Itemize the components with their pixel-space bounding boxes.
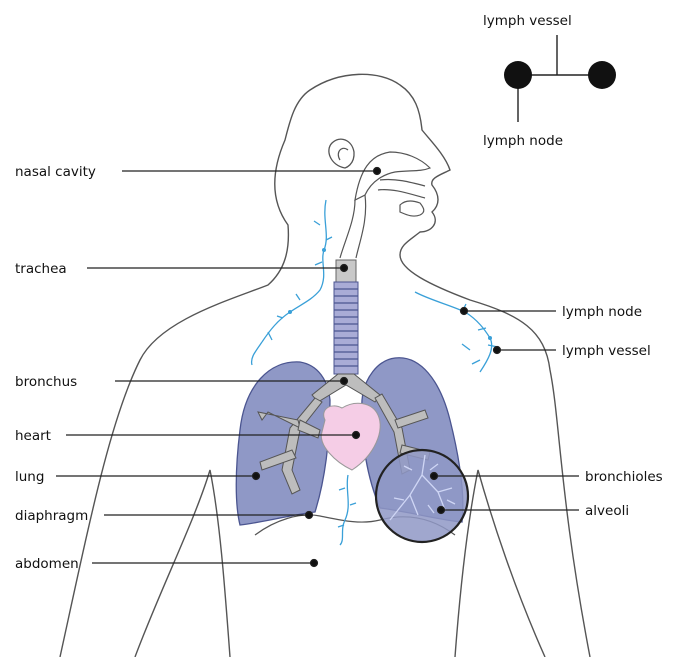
- label-alveoli: alveoli: [585, 503, 629, 519]
- nasal-cavity: [355, 152, 430, 200]
- leader-lines: [56, 168, 579, 567]
- label-diaphragm: diaphragm: [15, 508, 88, 524]
- legend-node-label: lymph node: [483, 133, 563, 149]
- legend-node-left: [504, 61, 532, 89]
- legend: lymph vessel lymph node: [483, 13, 616, 149]
- label-abdomen: abdomen: [15, 556, 79, 572]
- label-heart: heart: [15, 428, 51, 444]
- alveoli-detail: [376, 450, 468, 542]
- ear: [329, 139, 354, 168]
- label-bronchioles: bronchioles: [585, 469, 663, 485]
- label-nasal-cavity: nasal cavity: [15, 164, 96, 180]
- label-bronchus: bronchus: [15, 374, 77, 390]
- label-trachea: trachea: [15, 261, 67, 277]
- label-lung: lung: [15, 469, 44, 485]
- label-lymph-vessel: lymph vessel: [562, 343, 651, 359]
- legend-node-right: [588, 61, 616, 89]
- trachea: [334, 282, 358, 374]
- left-lung: [236, 362, 330, 525]
- label-lymph-node: lymph node: [562, 304, 642, 320]
- legend-vessel-label: lymph vessel: [483, 13, 572, 29]
- lymph-nodes-small: [288, 248, 492, 340]
